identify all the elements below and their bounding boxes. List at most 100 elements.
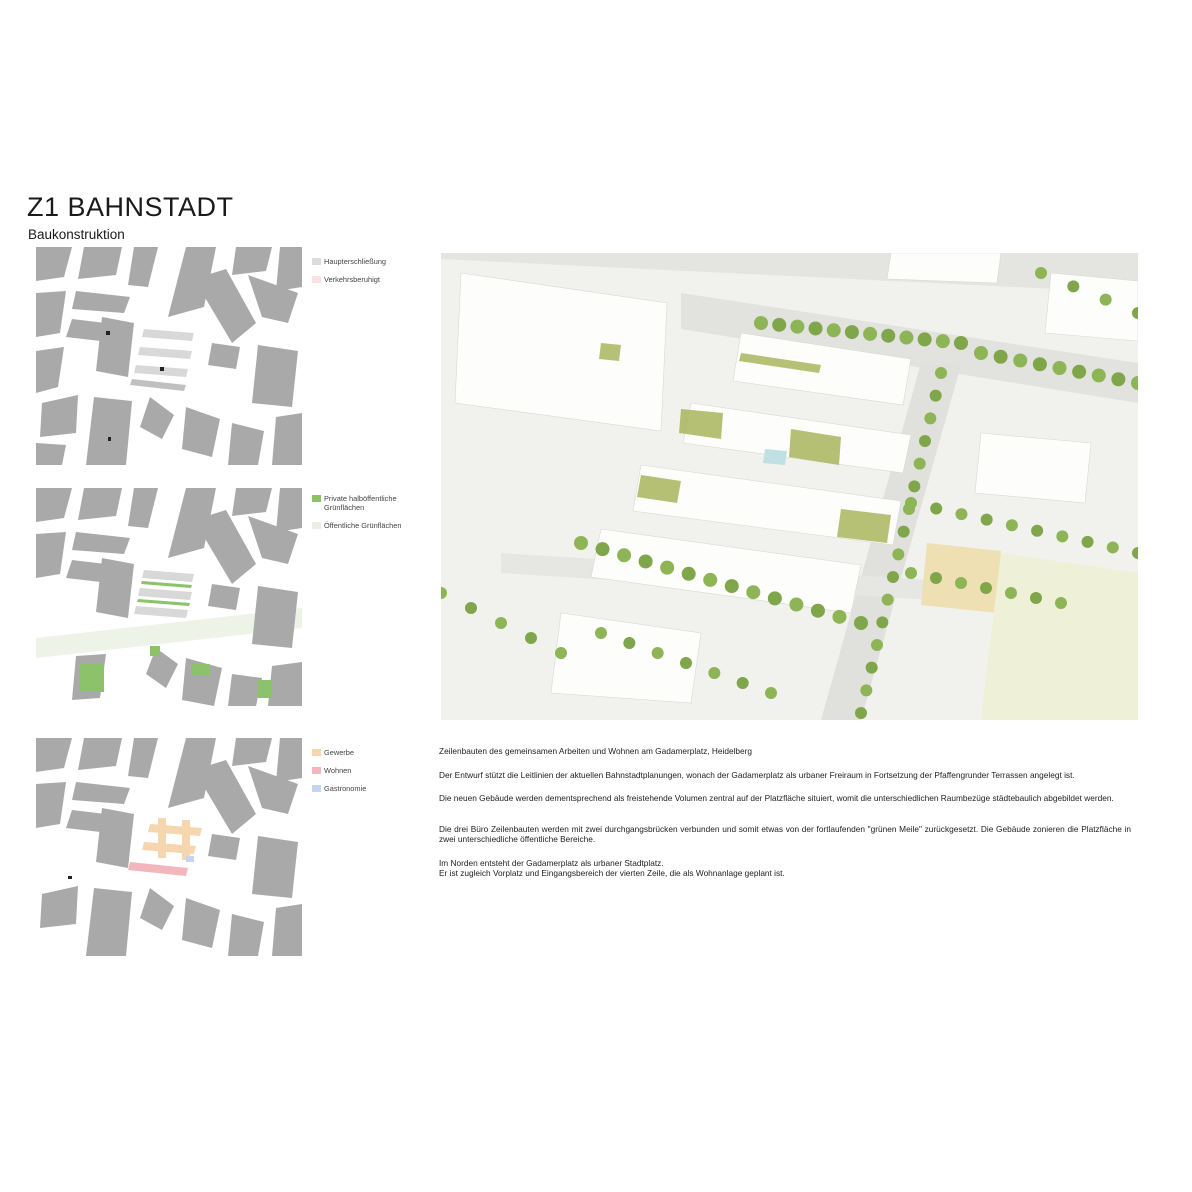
use-map-svg	[36, 738, 302, 956]
tree-icon	[525, 632, 537, 644]
tree-icon	[1055, 597, 1067, 609]
tree-icon	[790, 319, 805, 334]
tree-icon	[465, 602, 477, 614]
text-paragraph-5b: Er ist zugleich Vorplatz und Eingangsber…	[439, 868, 785, 878]
page-title: Z1 BAHNSTADT	[27, 192, 234, 222]
tree-icon	[1005, 519, 1018, 532]
text-paragraph-3: Die neuen Gebäude werden dementsprechend…	[439, 793, 1114, 803]
legend-use: Gewerbe Wohnen Gastronomie	[312, 748, 430, 802]
text-paragraph-4: Die drei Büro Zeilenbauten werden mit zw…	[439, 823, 1131, 845]
tree-icon	[1106, 541, 1119, 554]
tree-icon	[808, 321, 823, 336]
swatch	[312, 495, 321, 502]
tree-icon	[930, 502, 943, 515]
tree-icon	[574, 536, 588, 550]
access-map-svg	[36, 247, 302, 465]
text-paragraph-5: Im Norden entsteht der Gadamerplatz als …	[439, 858, 1131, 879]
legend-item-commercial: Gewerbe	[312, 748, 430, 757]
tree-icon	[1081, 535, 1094, 548]
swatch	[312, 258, 321, 265]
tree-icon	[826, 323, 841, 338]
tree-icon	[623, 637, 636, 649]
site-plan-svg	[441, 253, 1138, 720]
tree-icon	[1132, 307, 1138, 319]
legend-item-residential: Wohnen	[312, 766, 430, 775]
legend-access: Haupterschließung Verkehrsberuhigt	[312, 257, 430, 293]
tree-icon	[703, 572, 718, 587]
page-subtitle: Baukonstruktion	[28, 227, 125, 242]
tree-icon	[1032, 357, 1047, 372]
legend-item-gastronomy: Gastronomie	[312, 784, 430, 793]
text-paragraph-2: Der Entwurf stützt die Leitlinien der ak…	[439, 769, 1075, 780]
swatch	[312, 276, 321, 283]
tree-icon	[789, 597, 804, 612]
tree-icon	[1111, 372, 1126, 387]
tree-icon	[993, 349, 1008, 364]
tree-icon	[919, 435, 931, 447]
legend-item-private-green: Private halböffentliche Grünflächen	[312, 494, 430, 512]
legend-item-main-access: Haupterschließung	[312, 257, 430, 266]
site-plan	[441, 253, 1138, 720]
tree-icon	[1056, 530, 1069, 543]
tree-icon	[832, 609, 847, 624]
tree-icon	[441, 587, 447, 599]
description-text: Zeilenbauten des gemeinsamen Arbeiten un…	[439, 746, 1131, 892]
tree-icon	[924, 412, 937, 425]
tree-icon	[1067, 280, 1080, 293]
tree-icon	[651, 647, 664, 659]
tree-icon	[905, 497, 917, 509]
tree-icon	[865, 661, 878, 674]
tree-icon	[1052, 361, 1067, 375]
tree-icon	[974, 346, 988, 360]
tree-icon	[595, 542, 610, 557]
tree-icon	[660, 560, 675, 575]
tree-icon	[955, 508, 968, 521]
tree-icon	[754, 316, 768, 330]
swatch	[312, 767, 321, 774]
swatch	[312, 785, 321, 792]
legend-item-public-green: Öffentliche Grünflächen	[312, 521, 430, 530]
tree-icon	[1030, 592, 1042, 604]
tree-icon	[935, 367, 947, 379]
tree-icon	[897, 525, 910, 538]
tree-icon	[810, 603, 825, 618]
legend-item-traffic-calmed: Verkehrsberuhigt	[312, 275, 430, 284]
tree-icon	[746, 585, 761, 600]
tree-icon	[930, 572, 942, 584]
tree-icon	[680, 657, 692, 669]
tree-icon	[881, 593, 894, 606]
tree-icon	[708, 667, 721, 679]
text-paragraph-5a: Im Norden entsteht der Gadamerplatz als …	[439, 857, 664, 868]
tree-icon	[595, 627, 607, 639]
swatch	[312, 749, 321, 756]
tree-icon	[681, 566, 696, 581]
tree-icon	[935, 334, 950, 349]
diagram-access	[36, 247, 302, 465]
tree-icon	[860, 684, 873, 697]
tree-icon	[765, 687, 777, 699]
tree-icon	[876, 616, 889, 629]
tree-icon	[955, 577, 967, 589]
tree-icon	[1131, 376, 1138, 390]
diagram-green	[36, 488, 302, 706]
tree-icon	[871, 639, 883, 651]
tree-icon	[892, 548, 905, 561]
tree-icon	[1035, 267, 1047, 279]
tree-icon	[908, 480, 921, 493]
tree-icon	[854, 616, 868, 630]
tree-icon	[1013, 353, 1028, 368]
tree-icon	[913, 457, 926, 470]
tree-icon	[1031, 524, 1044, 537]
tree-icon	[724, 579, 739, 594]
swatch	[312, 522, 321, 529]
tree-icon	[954, 336, 968, 350]
tree-icon	[899, 330, 914, 345]
legend-green: Private halböffentliche Grünflächen Öffe…	[312, 494, 430, 539]
tree-icon	[638, 554, 653, 569]
tree-icon	[917, 332, 932, 347]
tree-icon	[980, 582, 992, 594]
tree-icon	[1132, 547, 1138, 559]
text-intro: Zeilenbauten des gemeinsamen Arbeiten un…	[439, 746, 753, 756]
tree-icon	[863, 326, 878, 341]
tree-icon	[881, 328, 896, 343]
